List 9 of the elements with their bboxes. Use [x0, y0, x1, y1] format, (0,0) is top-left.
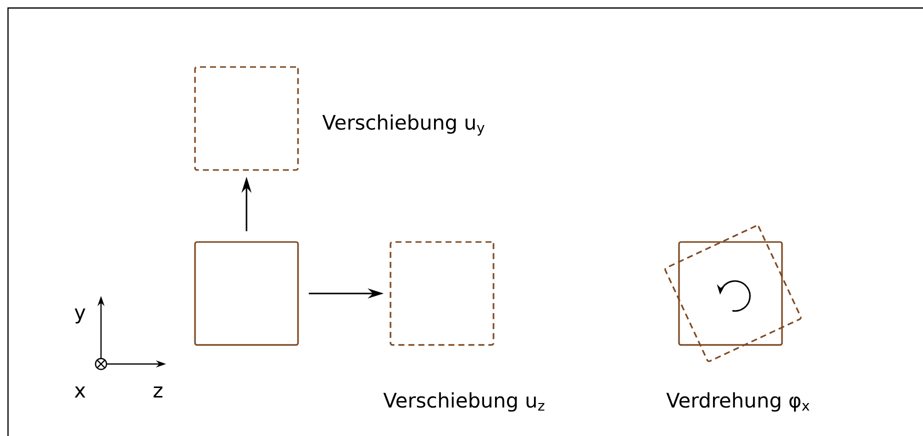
node-caption: Verschiebung u$_{z}$ — [383, 392, 544, 412]
axis-label: z — [154, 386, 162, 398]
square — [194, 241, 299, 346]
displaced-square — [194, 66, 299, 171]
axis-label: y — [74, 308, 86, 324]
node-caption: Verdrehung φ$_{x}$ — [666, 392, 810, 412]
node-caption: Verschiebung u$_{y}$ — [322, 114, 484, 136]
axis-label: x — [74, 386, 86, 398]
displaced-square — [390, 241, 494, 346]
